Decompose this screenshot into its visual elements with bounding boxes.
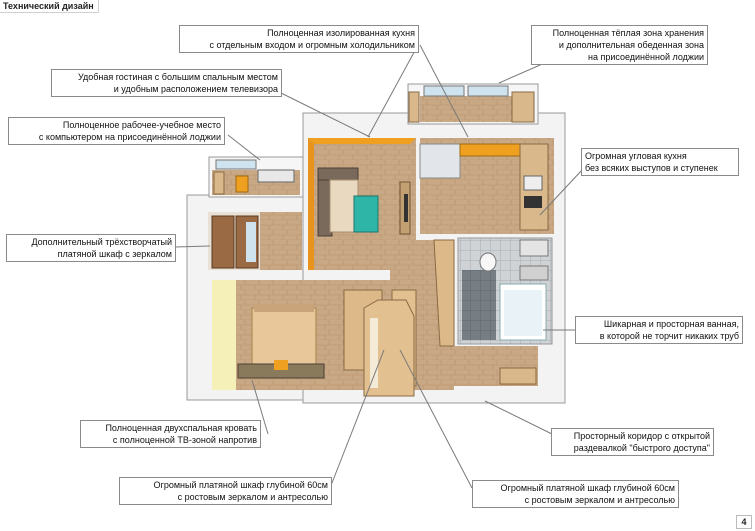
living-room — [308, 138, 416, 270]
callout-text: и удобным расположением телевизора — [113, 84, 278, 94]
callout-text: Просторный коридор с открытой — [573, 431, 710, 441]
page-title: Технический дизайн — [0, 0, 99, 13]
callout-text: с компьютером на присоединённой лоджии — [38, 132, 221, 142]
callout-workplace: Полноценное рабочее-учебное место с комп… — [8, 117, 225, 145]
callout-wardrobe-right: Огромный платяной шкаф глубиной 60см с р… — [472, 480, 679, 508]
loggia-workplace — [212, 159, 300, 195]
callout-text: с отдельным входом и огромным холодильни… — [209, 40, 415, 50]
callout-bathroom: Шикарная и просторная ванная, в которой … — [575, 316, 743, 344]
callout-wardrobe-3door: Дополнительный трёхстворчатый платяной ш… — [6, 234, 176, 262]
corner-kitchen — [419, 138, 554, 234]
wardrobe-room — [208, 212, 302, 270]
callout-text: с ростовым зеркалом и антресолью — [177, 492, 328, 502]
callout-text: в которой не торчит никаких труб — [599, 331, 739, 341]
callout-text: Дополнительный трёхстворчатый — [31, 237, 172, 247]
callout-wardrobe-left: Огромный платяной шкаф глубиной 60см с р… — [119, 477, 332, 505]
callout-text: Полноценная изолированная кухня — [267, 28, 415, 38]
bathroom — [457, 237, 553, 345]
callout-text: Огромный платяной шкаф глубиной 60см — [153, 480, 328, 490]
callout-text: Огромный платяной шкаф глубиной 60см — [500, 483, 675, 493]
callout-text: раздевалкой "быстрого доступа" — [573, 443, 710, 453]
callout-storage-zone: Полноценная тёплая зона хранения и допол… — [531, 25, 708, 65]
callout-text: с ростовым зеркалом и антресолью — [524, 495, 675, 505]
callout-text: Удобная гостиная с большим спальным мест… — [77, 72, 278, 82]
callout-corridor: Просторный коридор с открытой раздевалко… — [551, 428, 714, 456]
callout-text: и дополнительная обеденная зона — [558, 40, 704, 50]
callout-kitchen-isolated: Полноценная изолированная кухня с отдель… — [179, 25, 419, 53]
callout-text: с полноценной ТВ-зоной напротив — [112, 435, 257, 445]
callout-text: без всяких выступов и ступенек — [585, 163, 718, 173]
callout-text: на присоединённой лоджии — [587, 52, 704, 62]
callout-living-room: Удобная гостиная с большим спальным мест… — [51, 69, 282, 97]
callout-text: Огромная угловая кухня — [585, 151, 687, 161]
central-wardrobe — [363, 299, 415, 397]
callout-text: Полноценное рабочее-учебное место — [62, 120, 221, 130]
page-number: 4 — [736, 515, 752, 529]
callout-text: Полноценная тёплая зона хранения — [552, 28, 704, 38]
callout-text: Шикарная и просторная ванная, — [603, 319, 739, 329]
bedroom — [212, 280, 390, 390]
callout-double-bed: Полноценная двухспальная кровать с полно… — [80, 420, 261, 448]
callout-text: платяной шкаф с зеркалом — [57, 249, 172, 259]
callout-corner-kitchen: Огромная угловая кухня без всяких выступ… — [581, 148, 739, 176]
callout-text: Полноценная двухспальная кровать — [105, 423, 257, 433]
